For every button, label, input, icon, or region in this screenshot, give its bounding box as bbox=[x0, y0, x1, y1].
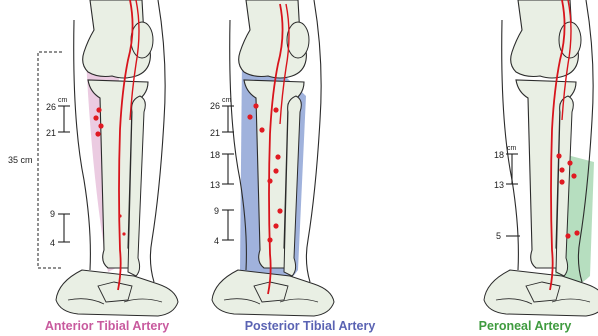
panel-peroneal: cm 18 13 5 bbox=[484, 0, 598, 316]
range-upper-label: 9 bbox=[214, 206, 219, 216]
range-upper-label: 26 bbox=[210, 101, 220, 111]
perforator-point bbox=[273, 168, 278, 173]
perforator-point bbox=[118, 214, 121, 217]
perforator-point bbox=[556, 153, 561, 158]
perforator-point bbox=[277, 208, 282, 213]
panel-anterior: 35 cm 26 cm 21 9 4 bbox=[8, 0, 178, 316]
range-lower-label: 4 bbox=[50, 238, 55, 248]
perforator-point bbox=[122, 232, 125, 235]
range-lower-label: 21 bbox=[46, 128, 56, 138]
range-bracket-18-13 bbox=[222, 154, 234, 184]
perforator-point bbox=[275, 154, 280, 159]
range-upper-label: 18 bbox=[210, 150, 220, 160]
single-mark-label: 5 bbox=[496, 231, 501, 241]
perforator-point bbox=[96, 107, 101, 112]
perforator-point bbox=[267, 178, 272, 183]
perforator-point bbox=[95, 131, 100, 136]
unit-label: cm bbox=[58, 97, 68, 104]
range-lower-label: 13 bbox=[210, 180, 220, 190]
panel-posterior: cm 26 21 18 13 9 4 bbox=[210, 0, 334, 316]
perforator-point bbox=[559, 167, 564, 172]
total-length-label: 35 cm bbox=[8, 155, 33, 165]
perforator-point bbox=[559, 179, 564, 184]
anterior-tibial-artery-title: Anterior Tibial Artery bbox=[28, 318, 186, 334]
posterior-tibial-artery-title: Posterior Tibial Artery bbox=[230, 318, 390, 334]
range-lower-label: 21 bbox=[210, 128, 220, 138]
range-upper-label: 26 bbox=[46, 102, 56, 112]
range-bracket-26-21 bbox=[58, 106, 70, 132]
perforator-point bbox=[574, 230, 579, 235]
range-bracket-9-4 bbox=[222, 210, 234, 240]
range-upper-label: 9 bbox=[50, 209, 55, 219]
peroneal-artery-title: Peroneal Artery bbox=[470, 318, 580, 334]
leg-skeleton-anterior bbox=[56, 0, 178, 316]
perforator-point bbox=[273, 107, 278, 112]
range-bracket-9-4 bbox=[58, 214, 70, 242]
perforator-point bbox=[267, 237, 272, 242]
range-upper-label: 18 bbox=[494, 150, 504, 160]
unit-label: cm bbox=[222, 97, 232, 104]
perforator-point bbox=[253, 103, 258, 108]
perforator-point bbox=[247, 114, 252, 119]
perforator-point bbox=[98, 123, 103, 128]
unit-label: cm bbox=[507, 145, 517, 152]
perforator-point bbox=[571, 173, 576, 178]
perforator-point bbox=[93, 115, 98, 120]
range-lower-label: 4 bbox=[214, 236, 219, 246]
perforator-point bbox=[259, 127, 264, 132]
total-length-bracket bbox=[38, 52, 62, 268]
perforator-point bbox=[273, 223, 278, 228]
perforator-point bbox=[567, 160, 572, 165]
range-lower-label: 13 bbox=[494, 180, 504, 190]
perforator-point bbox=[565, 233, 570, 238]
